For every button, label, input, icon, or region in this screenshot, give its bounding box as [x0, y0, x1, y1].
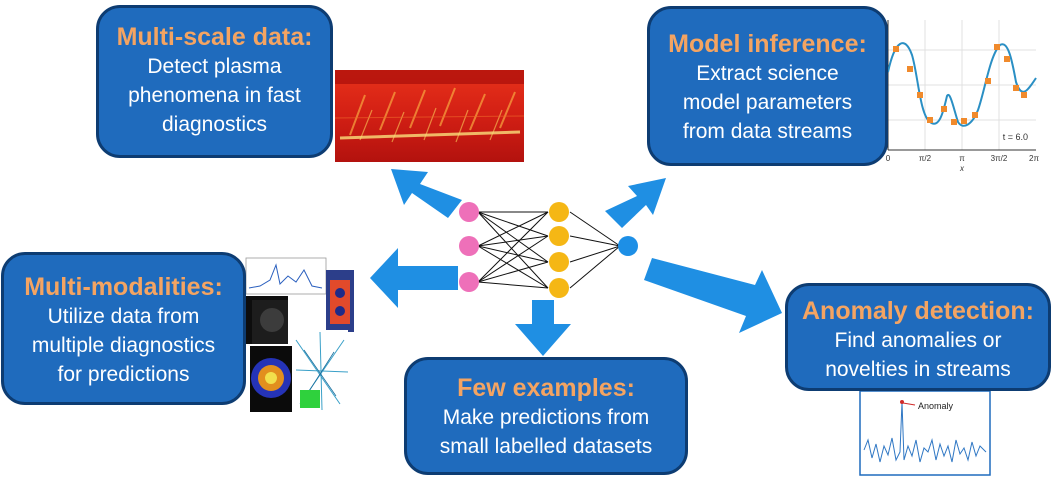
- multiscale-line: phenomena in fast: [128, 84, 301, 107]
- fewshot-line: Make predictions from: [442, 406, 650, 429]
- nn-input-node: [459, 236, 479, 256]
- arrow-to-anomaly: [644, 258, 782, 333]
- multimodal-collage: [244, 257, 354, 412]
- x-tick-4: 2π: [1029, 154, 1039, 163]
- inference-title: Model inference:: [668, 30, 867, 58]
- arrow-to-fewshot: [515, 300, 571, 356]
- fewshot-title: Few examples:: [457, 374, 635, 402]
- fewshot-line: small labelled datasets: [439, 435, 653, 458]
- nn-output-node: [618, 236, 638, 256]
- fewshot-box: Few examples: Make predictions from smal…: [404, 357, 688, 475]
- x-tick-3: 3π/2: [991, 154, 1008, 163]
- time-label: t = 6.0: [1003, 132, 1028, 142]
- nn-hidden-node: [549, 278, 569, 298]
- anomaly-plot: [859, 390, 991, 476]
- multiscale-box: Multi-scale data: Detect plasma phenomen…: [96, 5, 333, 158]
- x-tick-0: 0: [886, 154, 891, 163]
- arrow-to-multiscale: [391, 169, 462, 218]
- modalities-line: for predictions: [57, 363, 190, 386]
- x-axis-label: x: [959, 164, 965, 173]
- nn-hidden-node: [549, 252, 569, 272]
- nn-hidden-node: [549, 202, 569, 222]
- nn-connections: [477, 211, 621, 289]
- modalities-line: Utilize data from: [47, 305, 200, 328]
- modalities-title: Multi-modalities:: [24, 273, 223, 301]
- multiscale-line: Detect plasma: [147, 55, 282, 78]
- inference-line: from data streams: [682, 120, 853, 143]
- nn-hidden-node: [549, 226, 569, 246]
- anomaly-annotation: Anomaly: [918, 401, 954, 411]
- multiscale-line: diagnostics: [161, 113, 268, 136]
- arrow-to-modalities: [370, 248, 458, 308]
- arrow-to-inference: [605, 178, 666, 228]
- nn-input-node: [459, 202, 479, 222]
- spectrogram-image: [334, 70, 525, 162]
- x-tick-1: π/2: [919, 154, 932, 163]
- inference-line: Extract science: [696, 62, 839, 85]
- inference-box: Model inference: Extract science model p…: [647, 6, 888, 166]
- inference-plot: [887, 20, 1037, 151]
- nn-input-node: [459, 272, 479, 292]
- modalities-line: multiple diagnostics: [31, 334, 216, 357]
- inference-line: model parameters: [682, 91, 853, 114]
- anomaly-line: novelties in streams: [825, 358, 1011, 381]
- x-tick-2: π: [959, 154, 965, 163]
- anomaly-title: Anomaly detection:: [802, 297, 1034, 325]
- anomaly-line: Find anomalies or: [834, 329, 1002, 352]
- multiscale-title: Multi-scale data:: [116, 23, 313, 51]
- modalities-box: Multi-modalities: Utilize data from mult…: [1, 252, 246, 405]
- anomaly-box: Anomaly detection: Find anomalies or nov…: [785, 283, 1051, 391]
